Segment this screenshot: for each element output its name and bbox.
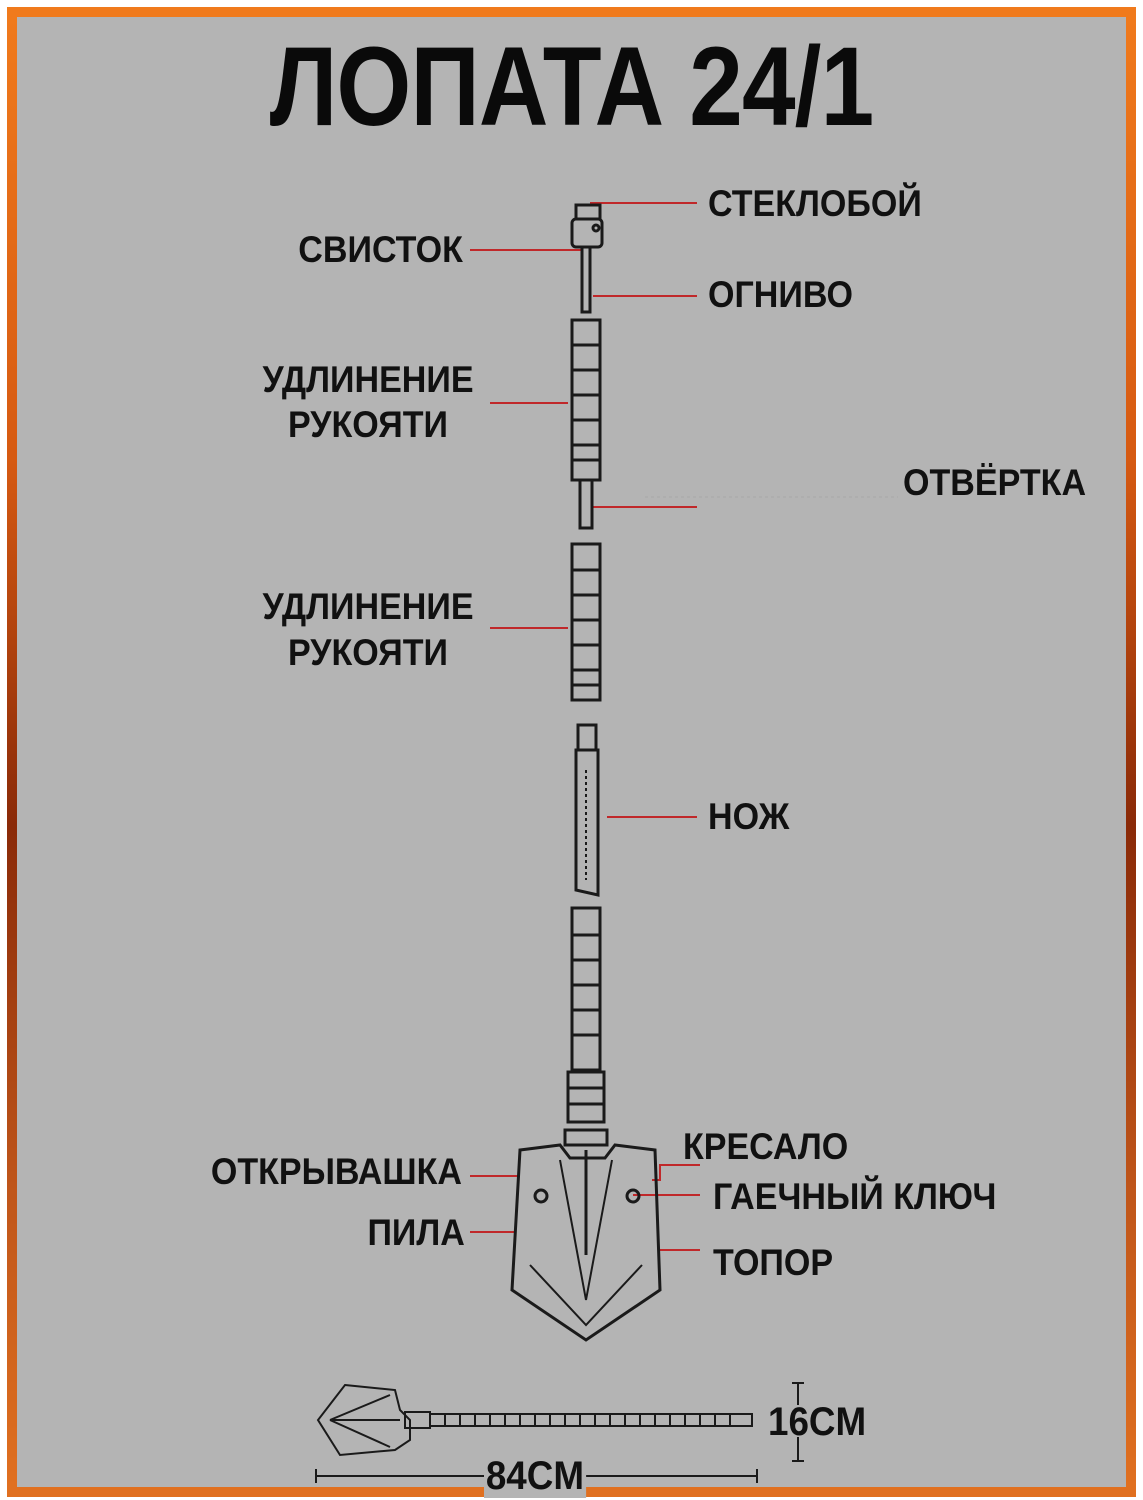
label-axe: ТОПОР [713,1242,834,1283]
whistle-part [570,217,604,249]
label-wrench: ГАЕЧНЫЙ КЛЮЧ [713,1176,997,1217]
shovel-blade [510,1143,662,1342]
label-bottle-opener: ОТКРЫВАШКА [210,1151,462,1192]
glass-breaker-part [574,203,602,221]
dimension-length: 84CM [484,1454,586,1498]
label-extension-2-line1: УДЛИНЕНИЕ [262,586,474,627]
label-saw: ПИЛА [367,1212,465,1253]
label-whistle: СВИСТОК [298,229,463,270]
label-extension-1-line2: РУКОЯТИ [288,404,448,445]
orange-frame [7,7,1136,1497]
label-knife: НОЖ [708,796,790,837]
label-glass-breaker: СТЕКЛОБОЙ [708,183,922,224]
handle-extension-2 [570,542,602,702]
fire-starter-rod [580,245,592,314]
label-screwdriver: ОТВЁРТКА [903,462,1087,503]
handle-collar [566,1070,606,1124]
page-title: ЛОПАТА 24/1 [269,24,874,149]
knife-collar [576,723,598,752]
label-flint: КРЕСАЛО [683,1126,849,1167]
label-extension-1-line1: УДЛИНЕНИЕ [262,359,474,400]
knife-blade [574,748,600,897]
screwdriver-bit [578,478,594,530]
leader-lines [470,202,700,1251]
folded-shovel [316,1383,753,1457]
handle-main [570,906,602,1072]
dimension-width: 16CM [768,1400,867,1444]
label-extension-2-line2: РУКОЯТИ [288,632,448,673]
label-fire-starter: ОГНИВО [708,274,854,315]
